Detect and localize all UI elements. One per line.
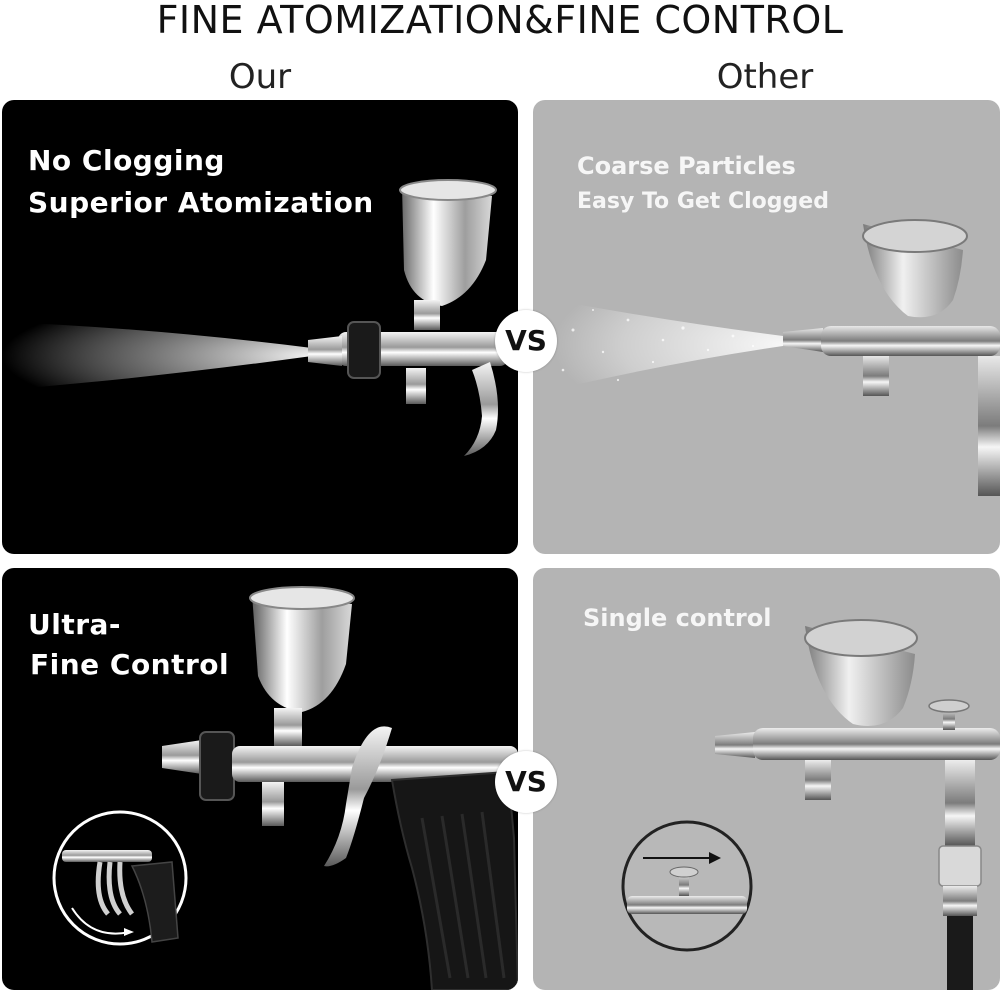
page-title: FINE ATOMIZATION&FINE CONTROL: [156, 0, 844, 42]
our-top-caption-line2: Superior Atomization: [28, 186, 374, 219]
other-atomization-panel: Coarse Particles Easy To Get Clogged: [533, 100, 1000, 554]
other-bottom-caption: Single control: [583, 604, 772, 632]
other-column-label: Other: [716, 57, 814, 97]
our-bottom-caption-line1: Ultra-: [28, 608, 122, 641]
fine-spray-airbrush-illustration: [2, 179, 508, 456]
other-control-panel: Single control: [533, 568, 1000, 990]
single-action-airbrush-illustration: [621, 619, 1000, 990]
our-top-caption-line1: No Clogging: [28, 144, 225, 177]
vs-badge-top: VS: [495, 310, 557, 372]
our-control-panel: Ultra- Fine Control: [2, 568, 518, 990]
our-atomization-panel: No Clogging Superior Atomization: [2, 100, 518, 554]
pistol-grip-airbrush-illustration: [52, 586, 518, 990]
coarse-spray-airbrush-illustration: [553, 219, 1000, 496]
other-top-caption-line1: Coarse Particles: [577, 152, 796, 180]
other-top-caption-line2: Easy To Get Clogged: [577, 189, 829, 214]
our-bottom-caption-line2: Fine Control: [30, 648, 230, 681]
vs-badge-bottom: VS: [495, 751, 557, 813]
our-column-label: Our: [228, 57, 292, 97]
